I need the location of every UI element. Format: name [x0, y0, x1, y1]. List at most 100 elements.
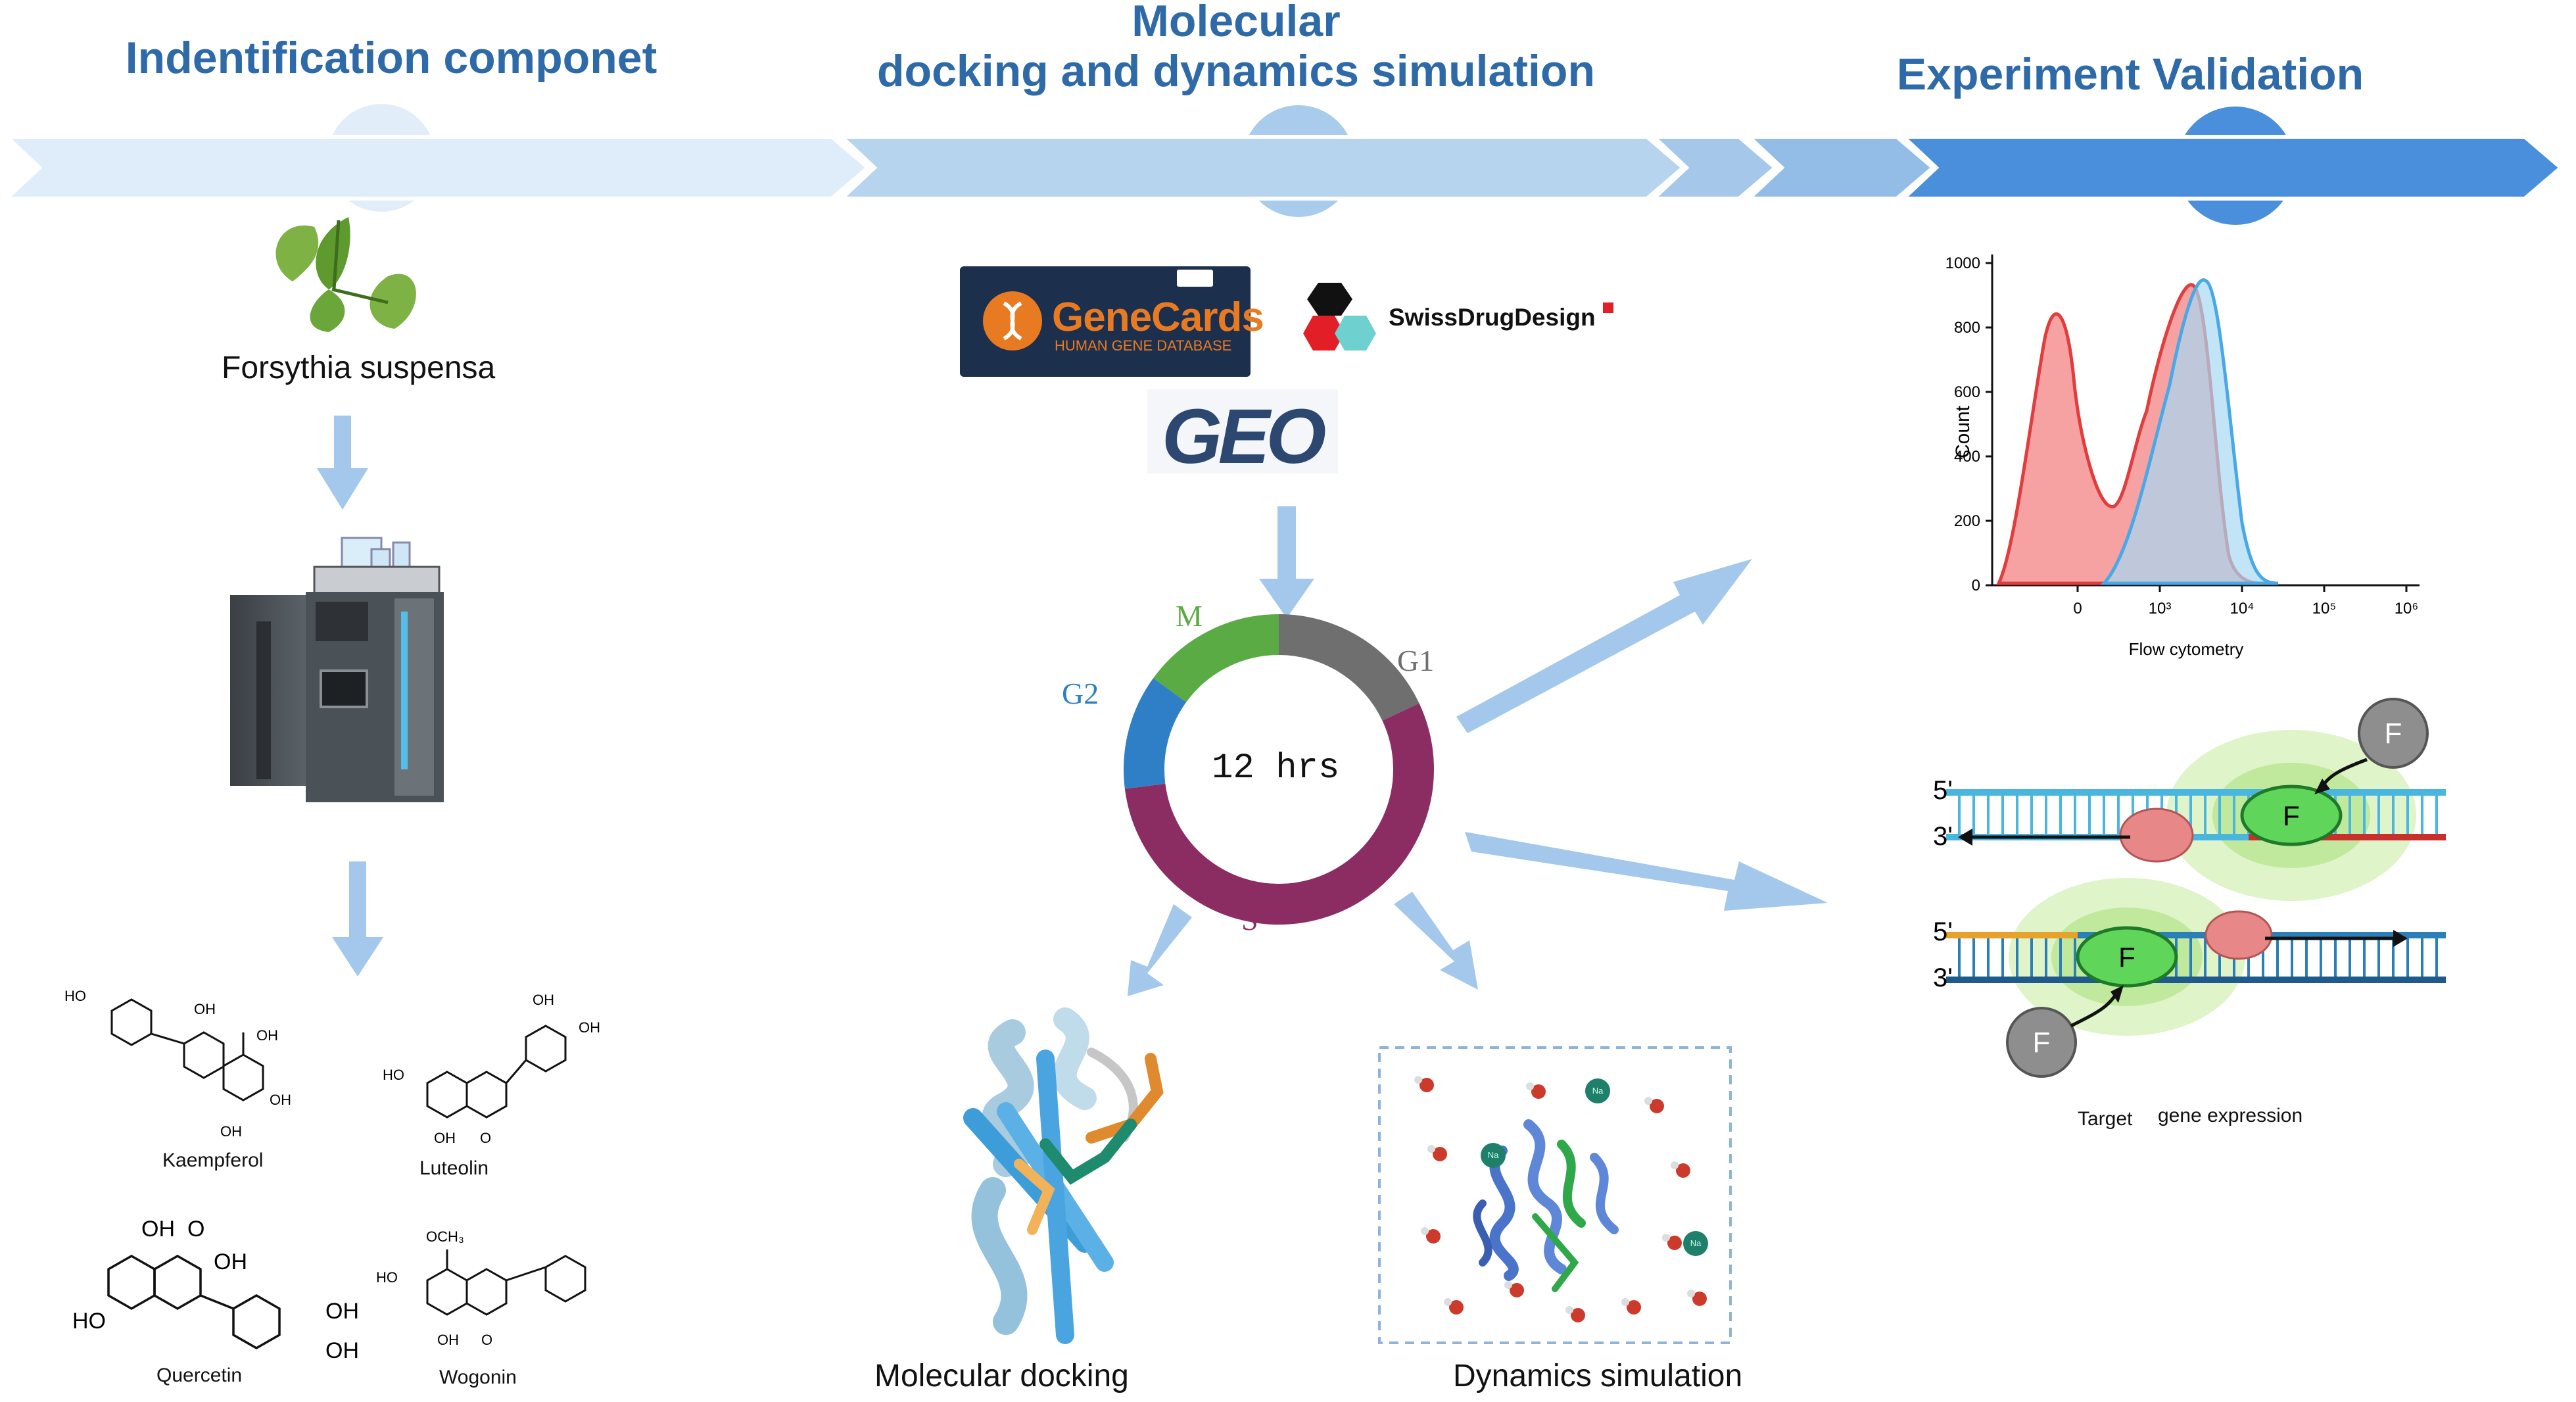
- flow-arrow-to-flow-cytometry: [1456, 559, 1752, 733]
- compound-label-luteolin: Luteolin: [419, 1157, 489, 1179]
- wogonin-och3-label: OCH₃: [426, 1228, 464, 1245]
- strand-label-3prime-top: 3': [1933, 822, 1953, 851]
- flow-arrow-to-gene-expression: [1465, 832, 1828, 911]
- flow-yticks: 0 200 400 600 800 1000: [1945, 254, 1992, 594]
- phase-arc-g2: [1124, 678, 1187, 789]
- quercetin-oh-label-3: OH: [325, 1299, 359, 1324]
- flow-xtick-label: 10⁶: [2395, 600, 2419, 617]
- genecards-name: GeneCards: [1052, 295, 1264, 340]
- flow-arrow-left-1: [317, 416, 368, 510]
- stage-title-docking-line2: docking and dynamics simulation: [877, 46, 1595, 97]
- strand-label-5prime-top: 5': [1933, 776, 1953, 805]
- flow-ytick-label: 0: [1972, 577, 1980, 594]
- cell-cycle-ring: [1124, 614, 1434, 925]
- phase-label-g2: G2: [1062, 677, 1099, 710]
- flow-arrow-left-2: [332, 861, 383, 977]
- luteolin-oh-label-1: OH: [434, 1130, 456, 1146]
- flow-ytick-label: 1000: [1945, 254, 1980, 272]
- flow-ylabel: Count: [1952, 405, 1974, 458]
- compound-label-wogonin: Wogonin: [439, 1366, 517, 1388]
- compound-label-kaempferol: Kaempferol: [162, 1149, 264, 1171]
- phase-arc-s: [1124, 703, 1434, 925]
- transcription-factor-bound-bottom: [2076, 926, 2178, 988]
- free-factor-bottom-icon: [2006, 1007, 2077, 1078]
- swissdrugdesign-logo-icon: [1303, 283, 1376, 350]
- phase-arc-m: [1153, 614, 1279, 703]
- water-molecules: [1414, 1076, 1707, 1322]
- wogonin-o-label: O: [481, 1332, 492, 1348]
- flow-ytick-label: 400: [1954, 448, 1980, 466]
- quercetin-ho-label: HO: [72, 1309, 106, 1334]
- quercetin-oh-label-2: OH: [214, 1249, 247, 1274]
- quercetin-oh-label-1: OH: [141, 1217, 175, 1242]
- factor-label-top: F: [2283, 800, 2300, 831]
- kaempferol-oh-label-2: OH: [256, 1027, 278, 1044]
- phase-label-g1: G1: [1397, 644, 1435, 677]
- sodium-ion-3: Na: [1683, 1231, 1708, 1256]
- geo-logo: GEO: [1147, 389, 1338, 480]
- kaempferol-oh-label-1: OH: [194, 1001, 216, 1017]
- genecards-subtitle: HUMAN GENE DATABASE: [1055, 337, 1232, 354]
- flow-ytick-label: 800: [1954, 319, 1980, 337]
- quercetin-oh-label-4: OH: [325, 1338, 359, 1363]
- compound-label-quercetin: Quercetin: [156, 1365, 243, 1386]
- stage-title-validation: Experiment Validation: [1896, 49, 2364, 99]
- flow-xtick-label: 0: [2073, 600, 2082, 617]
- output-label-docking: Molecular docking: [874, 1359, 1129, 1393]
- flow-ytick-label: 200: [1954, 512, 1980, 530]
- wogonin-ho-label: HO: [376, 1269, 398, 1286]
- cell-cycle-center-label: 12 hrs: [1212, 748, 1340, 788]
- docking-protein-icon: [963, 1007, 1164, 1344]
- flow-histogram-control: [2100, 278, 2279, 585]
- md-protein-icon: [1473, 1119, 1619, 1292]
- genecards-logo: GeneCards HUMAN GENE DATABASE: [960, 266, 1264, 377]
- flow-arrow-to-docking: [1128, 904, 1192, 996]
- stage-title-identification: Indentification componet: [125, 33, 657, 83]
- free-factor-top-icon: [2358, 698, 2429, 769]
- gene-caption-expression: gene expression: [2158, 1105, 2303, 1126]
- factor-label-free-top: F: [2385, 717, 2402, 750]
- plant-label: Forsythia suspensa: [222, 350, 496, 385]
- factor-label-bottom: F: [2118, 942, 2135, 973]
- phase-arc-g1: [1278, 614, 1419, 721]
- rna-polymerase-bottom-icon: [2205, 910, 2273, 960]
- rna-polymerase-top-icon: [2119, 808, 2194, 863]
- flow-ytick-label: 600: [1954, 383, 1980, 401]
- luteolin-o-label: O: [480, 1130, 491, 1146]
- flow-xtick-label: 10³: [2149, 600, 2172, 617]
- quercetin-structure: OH O OH HO OH OH: [72, 1217, 359, 1363]
- flow-xtick-label: 10⁴: [2230, 600, 2254, 617]
- luteolin-structure: HO OH O OH OH: [383, 992, 600, 1146]
- kaempferol-structure: HO OH OH OH OH: [64, 988, 291, 1140]
- transcription-factor-bound-top: [2240, 785, 2343, 846]
- output-label-dynamics: Dynamics simulation: [1453, 1359, 1743, 1393]
- sodium-ion-2: Na: [1481, 1143, 1506, 1168]
- phase-label-s: S: [1241, 903, 1258, 936]
- direction-arrow-bottom-icon: [2393, 930, 2408, 947]
- timeline-banner: [1, 135, 2564, 201]
- factor-label-free-bottom: F: [2033, 1027, 2051, 1059]
- stage-title-docking: Molecular docking and dynamics simulatio…: [842, 0, 1631, 96]
- swissdrugdesign-name: SwissDrugDesign: [1389, 304, 1596, 331]
- sodium-ion-1: Na: [1585, 1078, 1610, 1103]
- flow-arrow-center-down: [1259, 506, 1314, 618]
- gene-expression-diagram: F F 5' 3' F F 5' 3': [1933, 698, 2446, 1078]
- hplc-instrument-icon: [230, 537, 444, 802]
- direction-arrow-top-icon: [1958, 829, 1972, 846]
- quercetin-o-label: O: [187, 1217, 204, 1242]
- kaempferol-ho-label: HO: [64, 988, 86, 1004]
- phase-label-m: M: [1176, 599, 1203, 633]
- kaempferol-oh-label-3: OH: [270, 1092, 291, 1108]
- swiss-flag-icon: [1603, 302, 1613, 313]
- dynamics-box-graphic: [1378, 1046, 1732, 1344]
- flow-xlabel: Flow cytometry: [2129, 639, 2244, 659]
- dna-icon: [983, 291, 1042, 350]
- wogonin-oh-label: OH: [437, 1332, 459, 1348]
- luteolin-oh-label-2: OH: [533, 992, 554, 1008]
- plant-leaves-icon: [275, 217, 416, 332]
- weizmann-badge-icon: [1177, 270, 1213, 287]
